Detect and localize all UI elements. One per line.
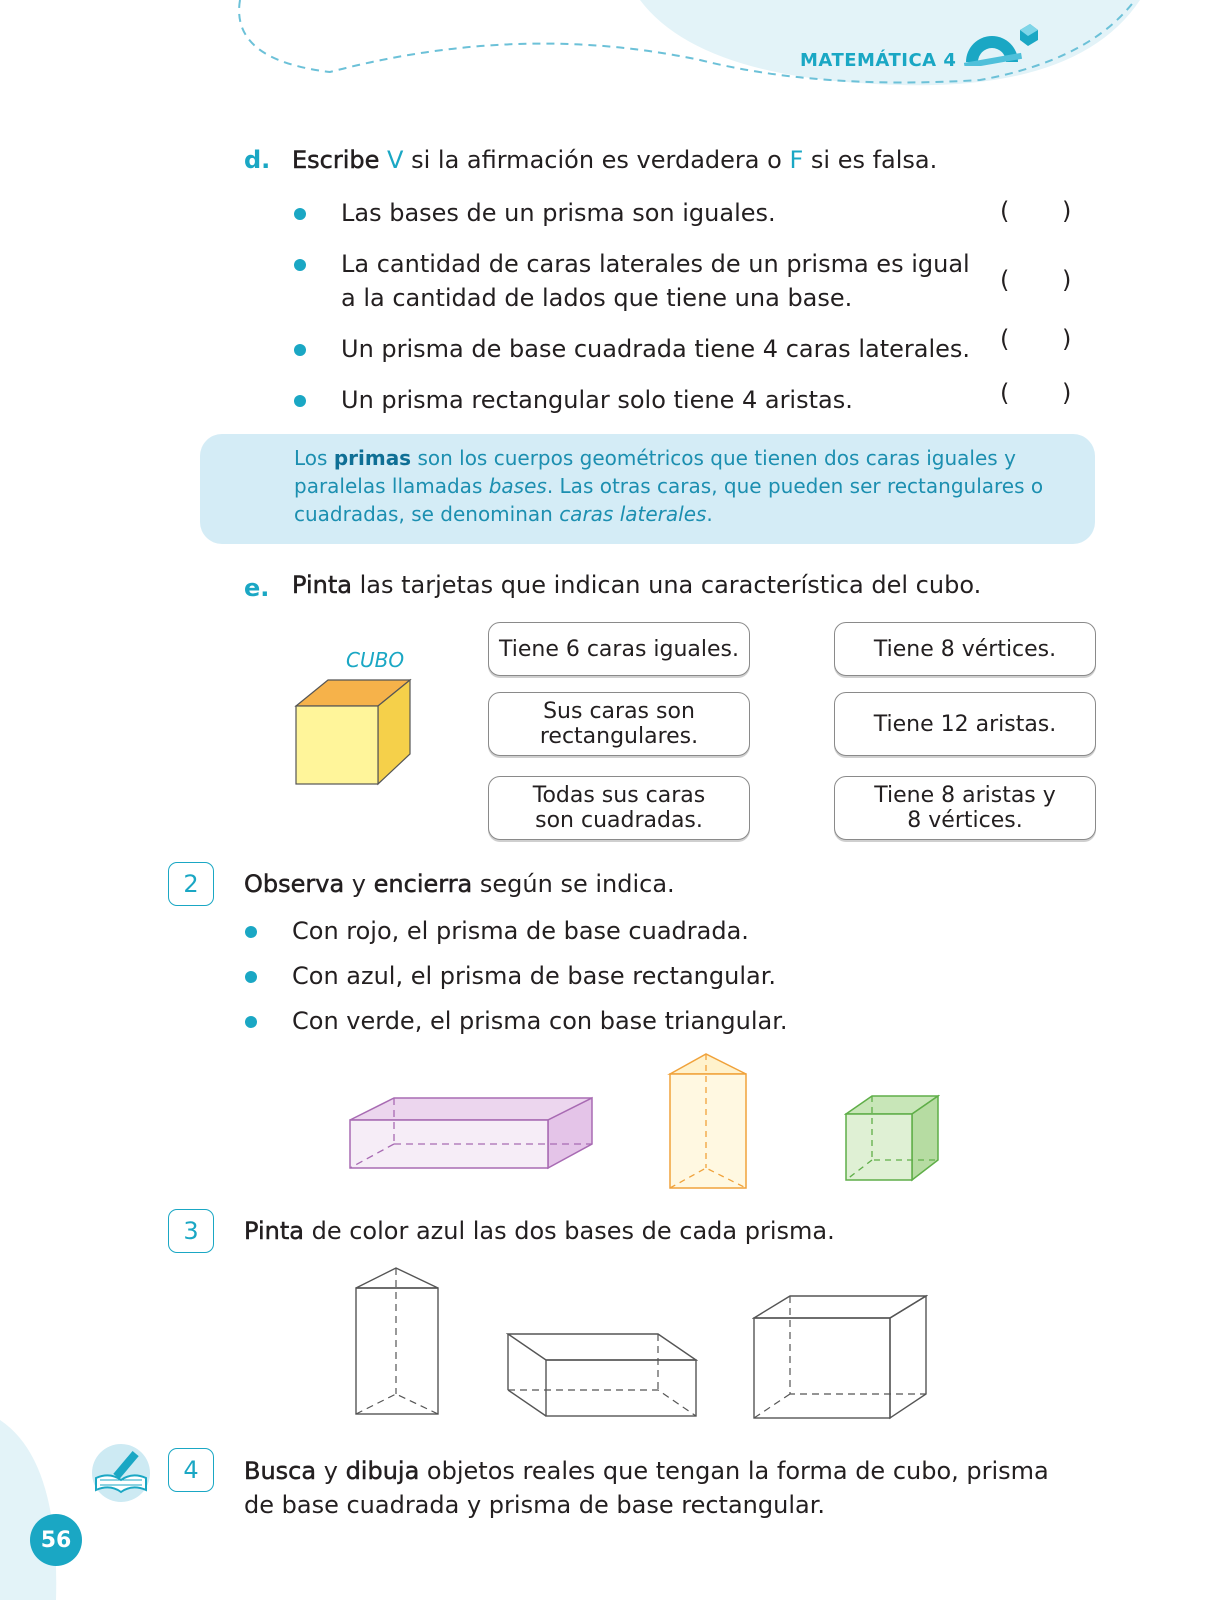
exercise-2-instruction: Observa y encierra según se indica. [244, 867, 675, 901]
card-text: Sus caras son [543, 699, 695, 724]
outline-triangular-prism[interactable] [354, 1266, 440, 1418]
instruction-connector: y [344, 870, 374, 898]
card-text: Tiene 8 vértices. [873, 636, 1057, 662]
exercise-2-item-green: Con verde, el prisma con base triangular… [292, 1007, 788, 1035]
bullet [294, 395, 306, 407]
instruction-verb: Pinta [292, 571, 352, 600]
exercise-2-number: 2 [168, 862, 214, 906]
book-title: MATEMÁTICA 4 [800, 50, 957, 71]
statement-3: Un prisma de base cuadrada tiene 4 caras… [341, 335, 971, 363]
definition-term-bases: bases [488, 474, 547, 498]
instruction-mid: si la afirmación es verdadera o [411, 146, 782, 174]
page-number: 56 [40, 1527, 72, 1553]
section-e-instruction: Pinta las tarjetas que indican una carac… [292, 568, 981, 602]
true-letter: V [387, 146, 404, 174]
statement-4: Un prisma rectangular solo tiene 4 arist… [341, 386, 853, 414]
card-text: Tiene 12 aristas. [873, 711, 1057, 737]
green-cube[interactable] [844, 1094, 940, 1182]
protractor-icon [963, 24, 1038, 66]
answer-close-paren[interactable]: ) [1062, 266, 1072, 294]
section-d-instruction: Escribe V si la afirmación es verdadera … [292, 143, 938, 177]
exercise-2-item-blue: Con azul, el prisma de base rectangular. [292, 962, 776, 990]
section-d-letter: d. [244, 146, 271, 174]
exercise-3-number: 3 [168, 1209, 214, 1253]
answer-close-paren[interactable]: ) [1062, 379, 1072, 407]
cube-label: CUBO [346, 648, 405, 672]
instruction-verb: Busca [244, 1457, 317, 1486]
card-twelve-edges[interactable]: Tiene 12 aristas. [834, 692, 1096, 756]
card-eight-vertices[interactable]: Tiene 8 vértices. [834, 622, 1096, 676]
card-text: son cuadradas. [535, 808, 703, 833]
definition-part: Los [294, 446, 334, 470]
answer-open-paren[interactable]: ( [1000, 197, 1010, 225]
answer-open-paren[interactable]: ( [1000, 325, 1010, 353]
cube-illustration [294, 678, 412, 786]
purple-rectangular-prism[interactable] [348, 1092, 594, 1172]
statement-2-line1: La cantidad de caras laterales de un pri… [341, 250, 970, 278]
instruction-verb: Observa [244, 870, 345, 899]
answer-close-paren[interactable]: ) [1062, 325, 1072, 353]
instruction-verb: dibuja [345, 1457, 420, 1486]
card-text: rectangulares. [539, 724, 699, 749]
bullet [245, 1016, 257, 1028]
card-text: Tiene 6 caras iguales. [498, 636, 740, 662]
page-corner-decoration [0, 1420, 57, 1600]
answer-close-paren[interactable]: ) [1062, 197, 1072, 225]
false-letter: F [789, 146, 804, 174]
outline-cube-prism[interactable] [752, 1294, 928, 1420]
answer-open-paren[interactable]: ( [1000, 266, 1010, 294]
header-decoration [238, 0, 1140, 86]
bullet [294, 259, 306, 271]
definition-text: Los primas son los cuerpos geométricos q… [294, 444, 1054, 528]
answer-open-paren[interactable]: ( [1000, 379, 1010, 407]
exercise-4-number: 4 [168, 1448, 214, 1492]
card-text: 8 vértices. [907, 808, 1023, 833]
section-e-letter: e. [244, 574, 270, 602]
instruction-rest: de color azul las dos bases de cada pris… [303, 1217, 835, 1245]
definition-term-lateral-faces: caras laterales [559, 502, 707, 526]
card-text: Todas sus caras [532, 783, 706, 808]
bullet [245, 971, 257, 983]
definition-box [200, 434, 1095, 544]
definition-part: son los cuerpos geométricos que tienen d… [294, 446, 1016, 498]
exercise-2-item-red: Con rojo, el prisma de base cuadrada. [292, 917, 749, 945]
instruction-verb: Pinta [244, 1217, 304, 1246]
exercise-3-instruction: Pinta de color azul las dos bases de cad… [244, 1214, 835, 1248]
instruction-end: si es falsa. [810, 146, 938, 174]
bullet [294, 344, 306, 356]
orange-triangular-prism[interactable] [666, 1052, 750, 1192]
definition-part: . Las otras caras, que pueden ser rectan… [294, 474, 1044, 526]
statement-1: Las bases de un prisma son iguales. [341, 199, 776, 227]
outline-rectangular-prism-flat[interactable] [506, 1332, 698, 1418]
instruction-rest: según se indica. [472, 870, 675, 898]
exercise-4-instruction-line2: de base cuadrada y prisma de base rectan… [244, 1491, 825, 1519]
instruction-connector: y [316, 1457, 346, 1485]
instruction-verb: Escribe [292, 146, 380, 175]
card-text: Tiene 8 aristas y [874, 783, 1056, 808]
notebook-pencil-icon [92, 1444, 150, 1502]
definition-keyword: primas [333, 446, 412, 470]
exercise-4-instruction-line1: Busca y dibuja objetos reales que tengan… [244, 1454, 1049, 1488]
bullet [245, 926, 257, 938]
page-number-badge: 56 [30, 1514, 82, 1566]
instruction-rest: las tarjetas que indican una característ… [359, 571, 982, 599]
card-six-equal-faces[interactable]: Tiene 6 caras iguales. [488, 622, 750, 676]
definition-part: . [706, 502, 713, 526]
instruction-rest: objetos reales que tengan la forma de cu… [419, 1457, 1049, 1485]
bullet [294, 208, 306, 220]
statement-2-line2: a la cantidad de lados que tiene una bas… [341, 284, 853, 312]
instruction-verb: encierra [373, 870, 473, 899]
